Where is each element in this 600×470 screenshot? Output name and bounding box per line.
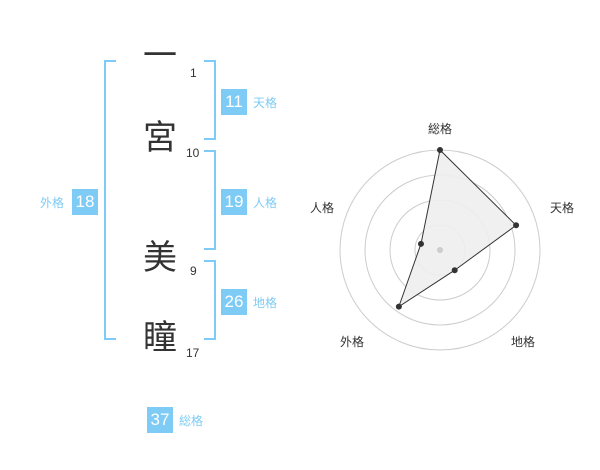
stroke-count-2: 10 (186, 146, 200, 160)
name-char-2: 宮 (143, 118, 177, 158)
chikaku-label: 地格 (253, 296, 278, 310)
stroke-count-3: 9 (190, 264, 197, 278)
radar-point (513, 222, 520, 229)
soukaku-value: 37 (147, 407, 173, 433)
radar-axis-label-soukaku: 総格 (428, 122, 453, 136)
jinkaku-label: 人格 (253, 196, 278, 210)
name-char-4: 瞳 (143, 318, 177, 358)
radar-point (451, 267, 458, 274)
radar-axis-label-tenkaku: 天格 (550, 201, 575, 215)
radar-axis-label-chikaku: 地格 (511, 335, 536, 349)
chikaku-value: 26 (221, 289, 247, 315)
gaikaku-value: 18 (72, 189, 98, 215)
chikaku-bracket (204, 260, 216, 340)
radar-point (417, 240, 424, 247)
radar-area (397, 148, 517, 308)
stroke-count-1: 1 (190, 66, 197, 80)
radar-point (395, 303, 402, 310)
tenkaku-bracket (204, 60, 216, 140)
radar-axis-label-jinkaku: 人格 (310, 201, 335, 215)
name-char-1: 一 (143, 36, 177, 76)
name-char-3: 美 (143, 238, 177, 278)
jinkaku-value: 19 (221, 189, 247, 215)
radar-axis-label-gaikaku: 外格 (340, 335, 365, 349)
radar-center (437, 247, 443, 253)
gaikaku-bracket (104, 60, 116, 340)
jinkaku-bracket (204, 150, 216, 250)
gaikaku-label: 外格 (40, 196, 65, 210)
radar-point (437, 147, 443, 153)
soukaku-label: 総格 (179, 414, 204, 428)
tenkaku-value: 11 (221, 89, 247, 115)
radar-chart: 総格 天格 地格 外格 人格 (300, 110, 580, 370)
stroke-count-4: 17 (186, 346, 200, 360)
tenkaku-label: 天格 (253, 96, 278, 110)
radar-svg (339, 147, 541, 351)
